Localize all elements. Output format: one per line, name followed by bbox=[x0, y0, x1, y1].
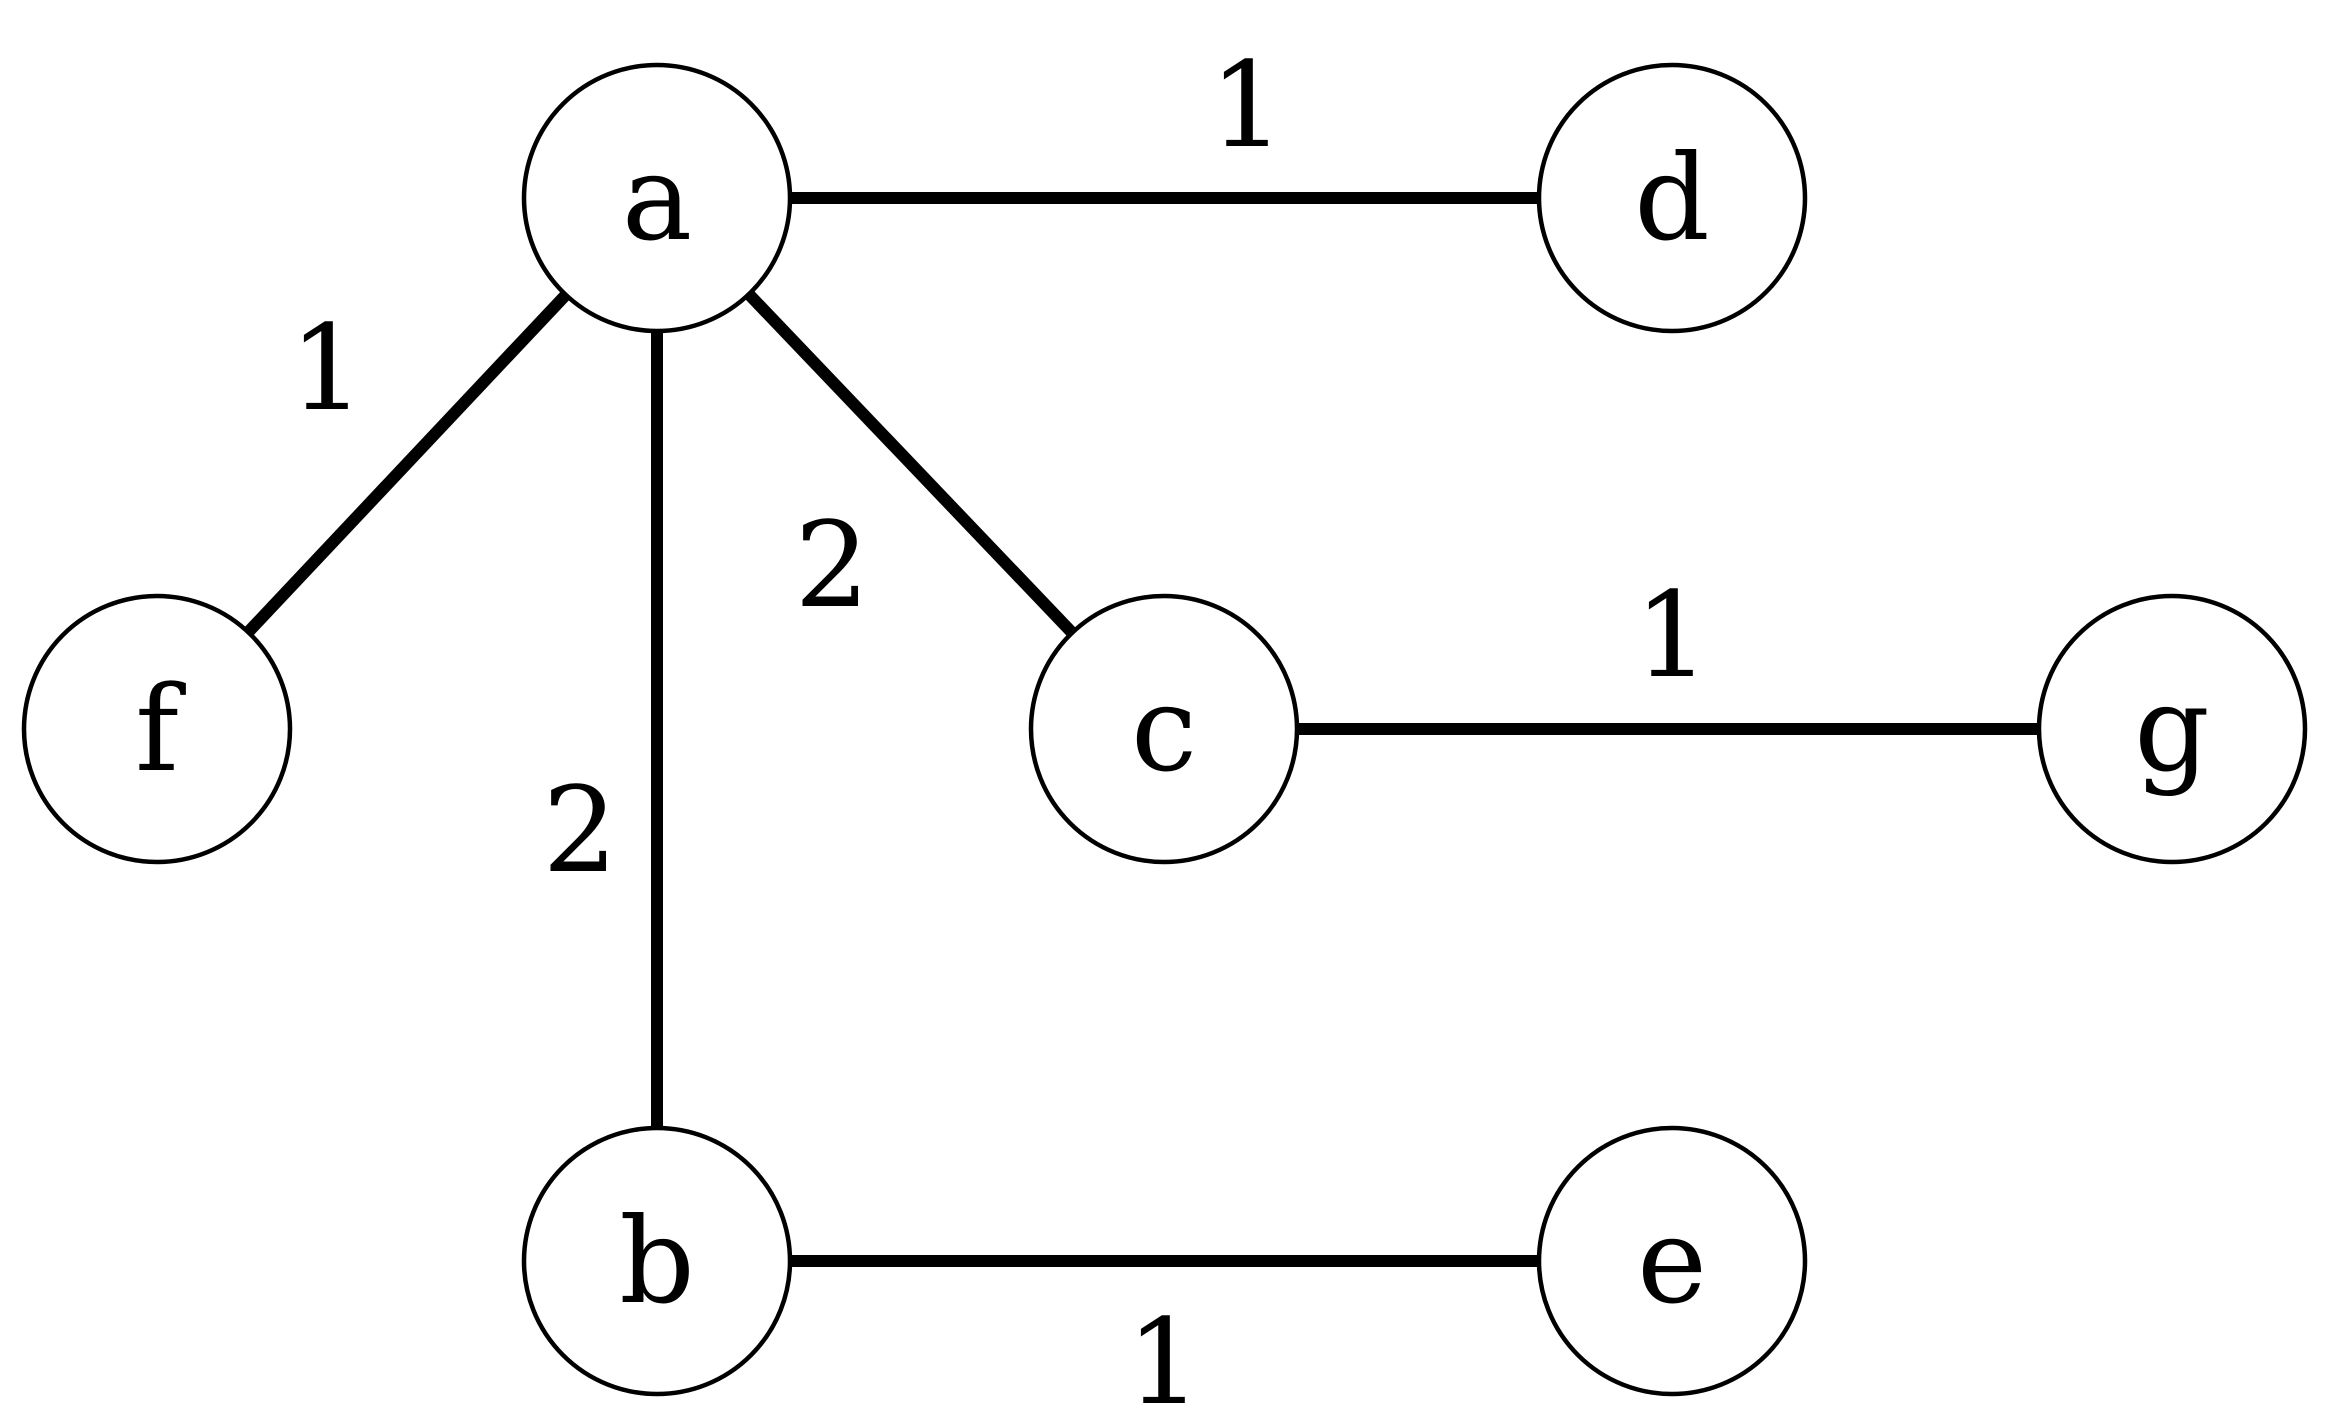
node-circle-g bbox=[2036, 593, 2308, 865]
node-circle-a bbox=[521, 62, 793, 334]
edge-weight-a-f: 1 bbox=[289, 299, 364, 437]
node-circle-c bbox=[1028, 593, 1300, 865]
edge-weight-a-b: 2 bbox=[542, 761, 617, 899]
node-d: d bbox=[1536, 62, 1808, 334]
node-circle-d bbox=[1536, 62, 1808, 334]
edges-layer bbox=[243, 192, 2039, 1267]
nodes-layer: a b c d e f g bbox=[21, 62, 2308, 1397]
node-label-e: e bbox=[1637, 1192, 1707, 1330]
node-label-b: b bbox=[619, 1192, 695, 1330]
node-label-f: f bbox=[135, 660, 186, 798]
node-circle-f bbox=[21, 593, 293, 865]
node-f: f bbox=[21, 593, 293, 865]
node-circle-b bbox=[521, 1125, 793, 1397]
node-label-d: d bbox=[1634, 129, 1710, 267]
node-label-c: c bbox=[1131, 660, 1197, 798]
node-g: g bbox=[2036, 593, 2308, 865]
edge-weight-a-d: 1 bbox=[1209, 36, 1284, 174]
edge-weight-a-c: 2 bbox=[794, 496, 869, 634]
edge-weights-layer: 1 1 2 2 1 1 bbox=[289, 36, 1709, 1426]
node-b: b bbox=[521, 1125, 793, 1397]
node-label-g: g bbox=[2134, 660, 2210, 798]
node-c: c bbox=[1028, 593, 1300, 865]
node-e: e bbox=[1536, 1125, 1808, 1397]
node-label-a: a bbox=[622, 129, 692, 267]
edge-a-f bbox=[243, 290, 571, 637]
node-circle-e bbox=[1536, 1125, 1808, 1397]
edge-weight-b-e: 1 bbox=[1126, 1293, 1201, 1426]
node-a: a bbox=[521, 62, 793, 334]
edge-weight-c-g: 1 bbox=[1634, 566, 1709, 704]
edge-a-c bbox=[744, 290, 1077, 637]
